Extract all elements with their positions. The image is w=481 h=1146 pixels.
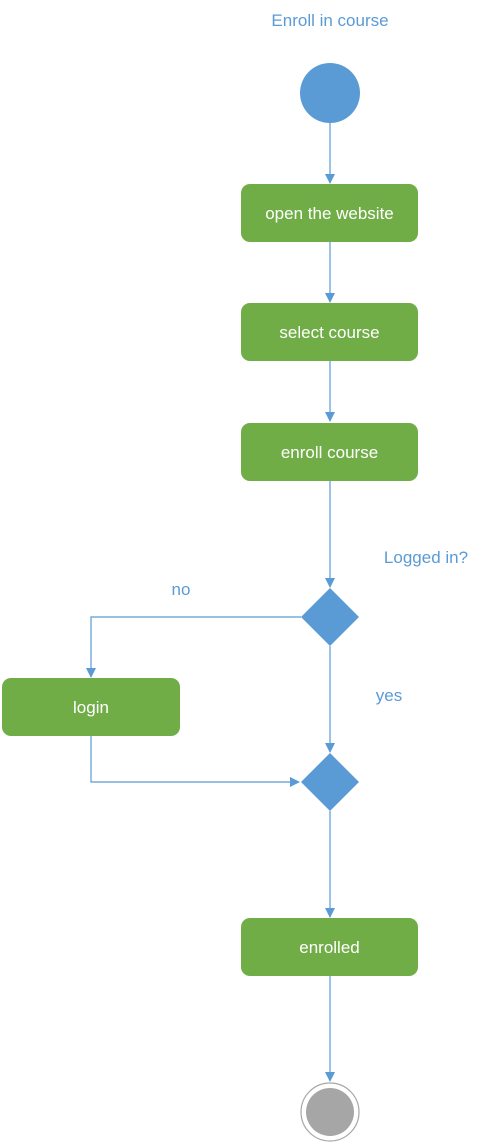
end-node-inner bbox=[306, 1088, 354, 1136]
action-enroll-course: enroll course bbox=[241, 423, 418, 481]
flow-decision-no-to-login bbox=[86, 616, 301, 678]
action-open-website: open the website bbox=[241, 184, 418, 242]
decision-question-label: Logged in? bbox=[384, 548, 468, 567]
action-open-website-label: open the website bbox=[265, 204, 394, 223]
action-select-course-label: select course bbox=[279, 323, 379, 342]
action-enrolled-label: enrolled bbox=[299, 938, 360, 957]
action-enroll-course-label: enroll course bbox=[281, 443, 378, 462]
decision-node-logged-in bbox=[301, 588, 359, 646]
action-login: login bbox=[2, 678, 180, 736]
start-node bbox=[300, 63, 360, 123]
end-node bbox=[300, 1082, 360, 1142]
action-login-label: login bbox=[73, 698, 109, 717]
merge-node bbox=[301, 753, 359, 811]
diagram-title: Enroll in course bbox=[271, 11, 388, 30]
flow-login-to-merge bbox=[90, 736, 300, 787]
action-select-course: select course bbox=[241, 303, 418, 361]
decision-no-label: no bbox=[172, 580, 191, 599]
action-enrolled: enrolled bbox=[241, 918, 418, 976]
decision-yes-label: yes bbox=[376, 686, 402, 705]
